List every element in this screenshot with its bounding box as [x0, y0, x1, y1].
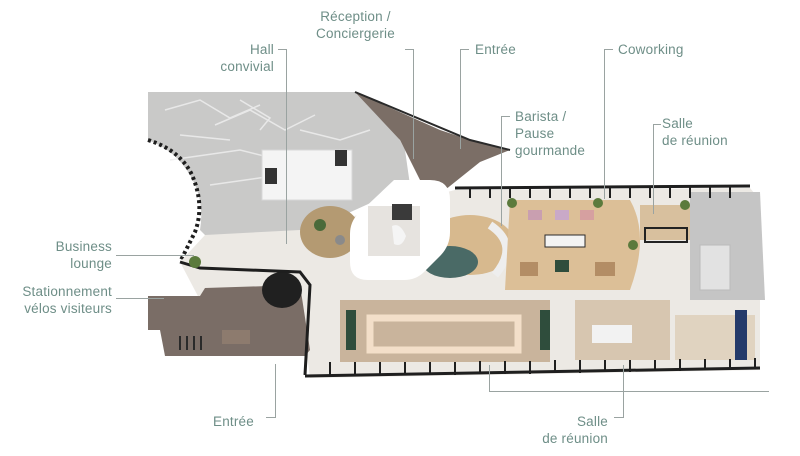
label-line: Pause: [515, 126, 555, 141]
label-salle-reunion-top: Salle de réunion: [662, 115, 728, 149]
leader-entree-top: [460, 49, 461, 149]
entrance-terrace-top: [355, 92, 510, 190]
leader-salle-bottom-tick: [614, 417, 624, 418]
label-entree-bottom: Entrée: [213, 413, 254, 430]
leader-salle-bottom-left: [489, 365, 490, 392]
label-stationnement: Stationnement vélos visiteurs: [22, 283, 112, 317]
leader-hall: [286, 49, 287, 244]
leader-stationnement: [116, 298, 164, 299]
label-coworking: Coworking: [618, 41, 684, 58]
label-line: gourmande: [515, 143, 586, 158]
brand-logo-icon: [350, 180, 450, 280]
leader-salle-top-tick: [653, 124, 661, 125]
label-line: Réception /: [320, 9, 391, 24]
label-line: Stationnement: [22, 284, 112, 299]
label-line: Salle: [662, 116, 694, 131]
label-reception: Réception / Conciergerie: [316, 8, 395, 42]
label-line: Entrée: [475, 42, 516, 57]
label-salle-reunion-bottom: Salle de réunion: [542, 413, 608, 447]
leader-entree-bottom: [275, 364, 276, 418]
leader-reception: [413, 49, 414, 159]
leader-salle-bottom-h: [489, 391, 769, 392]
label-line: de réunion: [542, 431, 608, 446]
label-line: de réunion: [662, 133, 728, 148]
label-line: lounge: [70, 256, 112, 271]
leader-entree-bottom-tick: [266, 417, 276, 418]
label-hall: Hall convivial: [220, 41, 274, 75]
label-line: Hall: [249, 42, 274, 57]
leader-coworking: [604, 49, 605, 199]
label-line: Conciergerie: [316, 26, 395, 41]
leader-entree-top-tick: [460, 49, 469, 50]
leader-coworking-tick: [604, 49, 613, 50]
leader-reception-tick: [405, 49, 414, 50]
leader-barista: [501, 116, 502, 226]
label-line: Barista /: [515, 109, 567, 124]
leader-barista-tick: [501, 116, 510, 117]
leader-salle-bottom-v: [623, 365, 624, 417]
label-barista: Barista / Pause gourmande: [515, 108, 585, 159]
label-line: vélos visiteurs: [24, 301, 112, 316]
label-business-lounge: Business lounge: [56, 238, 112, 272]
label-line: Salle: [576, 414, 608, 429]
leader-salle-top: [653, 124, 654, 214]
label-line: convivial: [220, 59, 274, 74]
label-line: Business: [55, 239, 112, 254]
label-line: Coworking: [618, 42, 684, 57]
leader-business-lounge: [116, 255, 194, 256]
label-line: Entrée: [213, 414, 254, 429]
label-entree-top: Entrée: [475, 41, 516, 58]
leader-hall-tick: [278, 49, 287, 50]
